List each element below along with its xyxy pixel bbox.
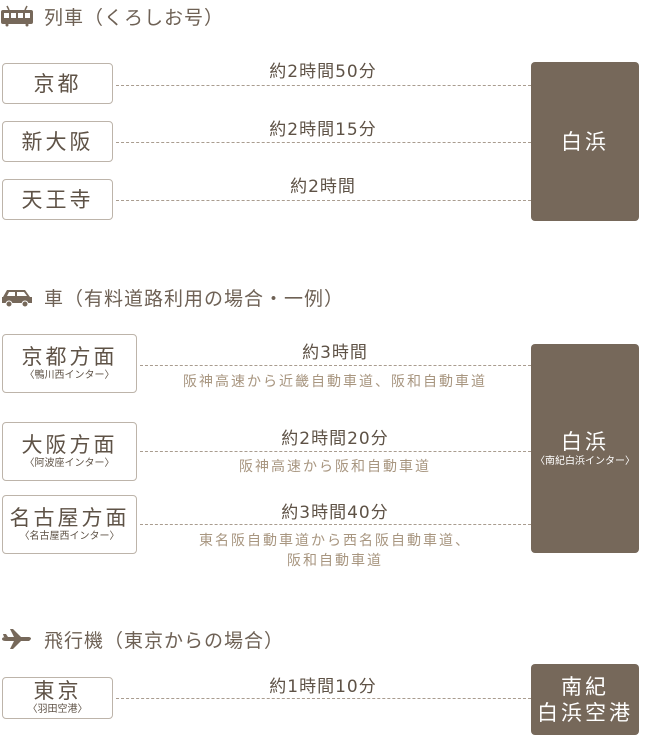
airplane-icon [2,629,31,649]
route-line [116,200,531,201]
interchange-label: 〈名古屋西インター〉 [19,530,120,542]
route-line [116,85,531,86]
destination-shirahama-ic: 白浜〈南紀白浜インター〉 [531,344,639,553]
travel-time: 約3時間40分 [281,503,389,523]
origin-osaka-area: 大阪方面〈阿波座インター〉 [2,422,137,481]
interchange-label: 〈阿波座インター〉 [24,457,115,469]
train-section-header: 列車（くろしお号） [0,4,225,29]
train-icon [1,5,33,27]
plane-section-header: 飛行機（東京からの場合） [0,627,285,652]
origin-label: 新大阪 [21,129,94,154]
interchange-label: 〈鴨川西インター〉 [24,369,115,381]
route-line [140,365,531,366]
destination-shirahama: 白浜 [531,62,639,221]
origin-label: 東京 [33,679,82,703]
origin-label: 天王寺 [21,187,94,212]
travel-time: 約2時間 [290,177,356,197]
travel-time: 約3時間 [302,343,368,363]
car-title: 車（有料道路利用の場合・一例） [44,287,345,310]
destination-label: 白浜 [561,129,609,154]
origin-label: 大阪方面 [21,432,118,457]
route-via: 東名阪自動車道から西名阪自動車道、 [199,533,471,549]
origin-label: 名古屋方面 [9,505,130,530]
route-line [116,142,531,143]
origin-label: 京都方面 [21,344,118,369]
route-via: 阪神高速から阪和自動車道 [239,459,431,475]
route-line [116,698,531,699]
origin-shin-osaka: 新大阪 [2,121,113,162]
travel-time: 約2時間15分 [269,120,377,140]
travel-time: 約2時間20分 [281,429,389,449]
route-via-cont: 阪和自動車道 [287,553,383,569]
destination-label: 白浜 [561,429,609,454]
airport-label: 〈羽田空港〉 [27,704,88,715]
travel-time: 約1時間10分 [269,677,377,697]
origin-tennoji: 天王寺 [2,179,113,220]
travel-time: 約2時間50分 [269,62,377,82]
destination-label: 南紀 [561,674,609,699]
destination-label: 白浜空港 [537,700,633,725]
origin-kyoto: 京都 [2,63,113,104]
route-line [140,524,531,525]
route-line [140,451,531,452]
origin-nagoya-area: 名古屋方面〈名古屋西インター〉 [2,495,137,554]
destination-nanki-shirahama-airport: 南紀白浜空港 [531,664,639,735]
car-section-header: 車（有料道路利用の場合・一例） [0,285,345,310]
origin-tokyo: 東京〈羽田空港〉 [2,677,113,719]
plane-title: 飛行機（東京からの場合） [44,629,285,652]
car-icon [2,290,32,308]
route-via: 阪神高速から近畿自動車道、阪和自動車道 [183,374,487,390]
origin-kyoto-area: 京都方面〈鴨川西インター〉 [2,334,137,393]
train-title: 列車（くろしお号） [44,6,225,29]
interchange-label: 〈南紀白浜インター〉 [535,455,635,467]
origin-label: 京都 [33,71,82,96]
